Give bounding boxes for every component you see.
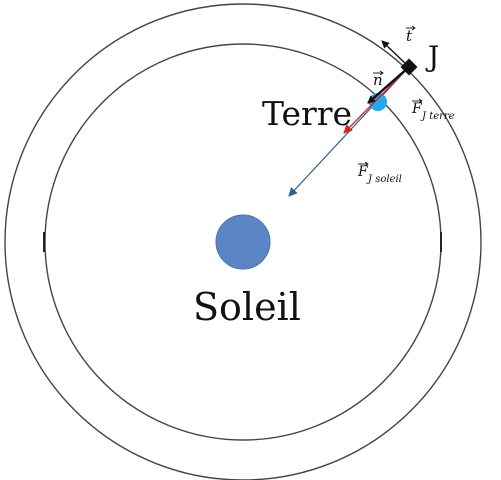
f-terre-label-arrowhead [418,98,423,104]
n-label: n [373,70,384,89]
f-soleil-label: F J soleil [357,161,402,185]
t-label-letter: t [406,27,413,45]
t-vector-arrow [381,40,410,68]
outer-orbit [4,3,482,480]
f-terre-letter: F [411,101,423,117]
f-soleil-subscript: J soleil [366,174,402,185]
f-soleil-letter: F [357,164,369,180]
t-label: t [406,25,416,45]
n-label-letter: n [373,71,383,89]
earth-label: Terre [262,94,352,133]
point-j-label: J [425,40,439,73]
f-terre-label: F J terre [411,98,455,122]
f-terre-subscript: J terre [420,111,455,122]
t-label-arrowhead [411,25,416,31]
n-vector-arrow [367,66,410,104]
f-soleil-label-arrowhead [364,161,369,167]
n-label-arrowhead [379,70,384,76]
sun-label: Soleil [193,285,301,329]
sun [215,214,271,270]
